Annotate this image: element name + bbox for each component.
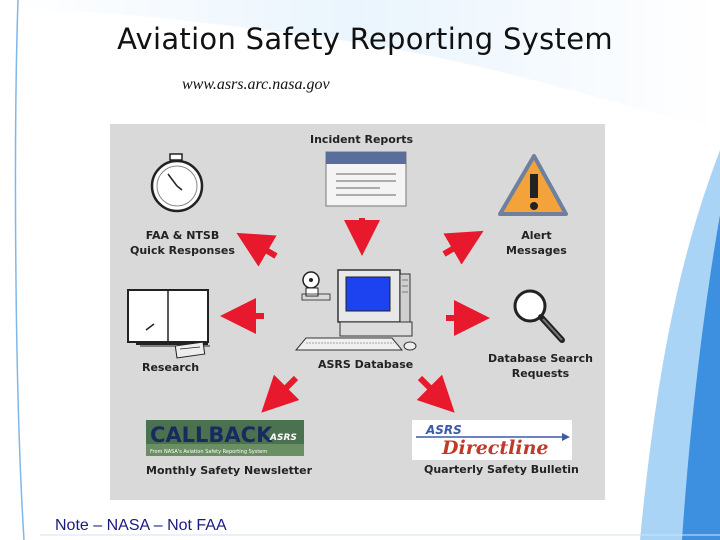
website-url: www.asrs.arc.nasa.gov bbox=[182, 76, 330, 94]
incident-report-form-icon bbox=[326, 152, 406, 206]
directline-asrs-badge: ASRS bbox=[425, 423, 462, 437]
diagram-graphics: CALLBACK From NASA's Aviation Safety Rep… bbox=[110, 124, 605, 500]
database-search-line1: Database Search bbox=[488, 351, 593, 366]
diagram-panel: CALLBACK From NASA's Aviation Safety Rep… bbox=[110, 124, 605, 500]
notebook-icon bbox=[128, 290, 210, 346]
alert-messages-label: Alert Messages bbox=[506, 228, 567, 258]
slide-title: Aviation Safety Reporting System bbox=[0, 22, 720, 56]
cd-icon bbox=[302, 272, 330, 300]
quarterly-safety-bulletin-label: Quarterly Safety Bulletin bbox=[424, 462, 579, 477]
database-search-line2: Requests bbox=[488, 366, 593, 381]
database-search-label: Database Search Requests bbox=[488, 351, 593, 381]
callback-asrs-badge: ASRS bbox=[269, 433, 297, 443]
arrow-to-callback bbox=[274, 378, 296, 400]
directline-logo: ASRS Directline bbox=[412, 420, 572, 460]
magnifying-glass-icon bbox=[515, 291, 562, 340]
faa-ntsb-line1: FAA & NTSB bbox=[130, 228, 235, 243]
left-border-arc bbox=[16, 0, 24, 540]
asrs-database-label: ASRS Database bbox=[318, 357, 413, 372]
callback-logo-subtitle: From NASA's Aviation Safety Reporting Sy… bbox=[150, 449, 267, 455]
arrow-to-directline bbox=[420, 378, 442, 400]
faa-ntsb-line2: Quick Responses bbox=[130, 243, 235, 258]
stopwatch-icon bbox=[152, 154, 202, 211]
warning-sign-icon bbox=[500, 156, 566, 214]
research-label: Research bbox=[142, 360, 199, 375]
directline-logo-text: Directline bbox=[441, 437, 548, 459]
arrow-to-faa-ntsb bbox=[252, 242, 276, 256]
callback-logo: CALLBACK From NASA's Aviation Safety Rep… bbox=[146, 420, 304, 456]
alert-messages-line2: Messages bbox=[506, 243, 567, 258]
top-swoosh bbox=[0, 0, 720, 130]
footer-note: Note – NASA – Not FAA bbox=[55, 517, 227, 535]
incident-reports-label: Incident Reports bbox=[310, 132, 413, 147]
alert-messages-line1: Alert bbox=[506, 228, 567, 243]
callback-logo-text: CALLBACK bbox=[150, 423, 273, 447]
faa-ntsb-label: FAA & NTSB Quick Responses bbox=[130, 228, 235, 258]
arrow-to-alert-messages bbox=[444, 240, 468, 254]
monthly-safety-newsletter-label: Monthly Safety Newsletter bbox=[146, 463, 312, 478]
